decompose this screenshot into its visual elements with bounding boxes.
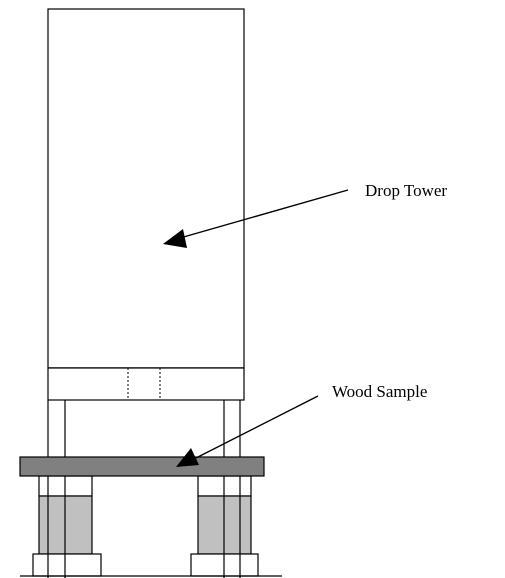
drop-tower-arrowhead xyxy=(163,229,187,248)
drop-tower-body xyxy=(47,8,245,369)
wood-sample-arrowhead xyxy=(176,448,199,467)
drop-tower-label: Drop Tower xyxy=(365,181,447,200)
drop-tower-crosshead xyxy=(47,367,245,401)
wood-sample-plank xyxy=(19,456,265,477)
left-support-base xyxy=(32,553,102,577)
drop-tower-arrow-shaft xyxy=(179,189,349,239)
wood-sample-label: Wood Sample xyxy=(332,382,427,401)
wood-sample-arrow-shaft xyxy=(195,395,319,459)
